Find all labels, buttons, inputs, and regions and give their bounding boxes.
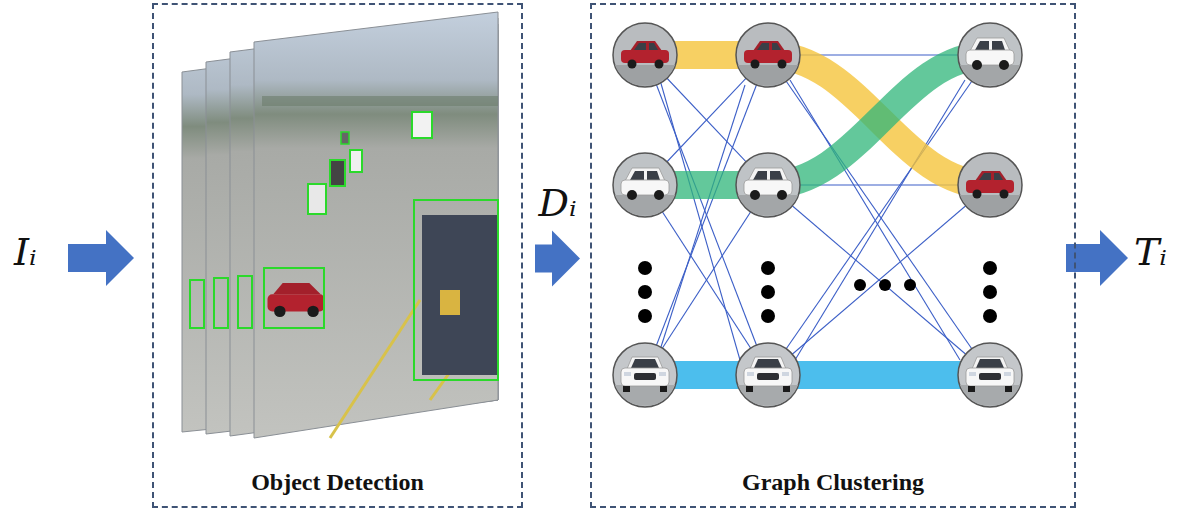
math-symbol: Tᵢ	[1134, 232, 1167, 274]
stage-title: Object Detection	[154, 469, 521, 496]
math-symbol: Iᵢ	[14, 232, 37, 274]
dashed-stage-box: Graph Clustering	[590, 3, 1076, 508]
edge-label: Dᵢ	[538, 183, 576, 225]
dashed-stage-box: Object Detection	[152, 3, 523, 508]
stage-title: Graph Clustering	[592, 469, 1074, 496]
block-arrow	[535, 231, 580, 287]
